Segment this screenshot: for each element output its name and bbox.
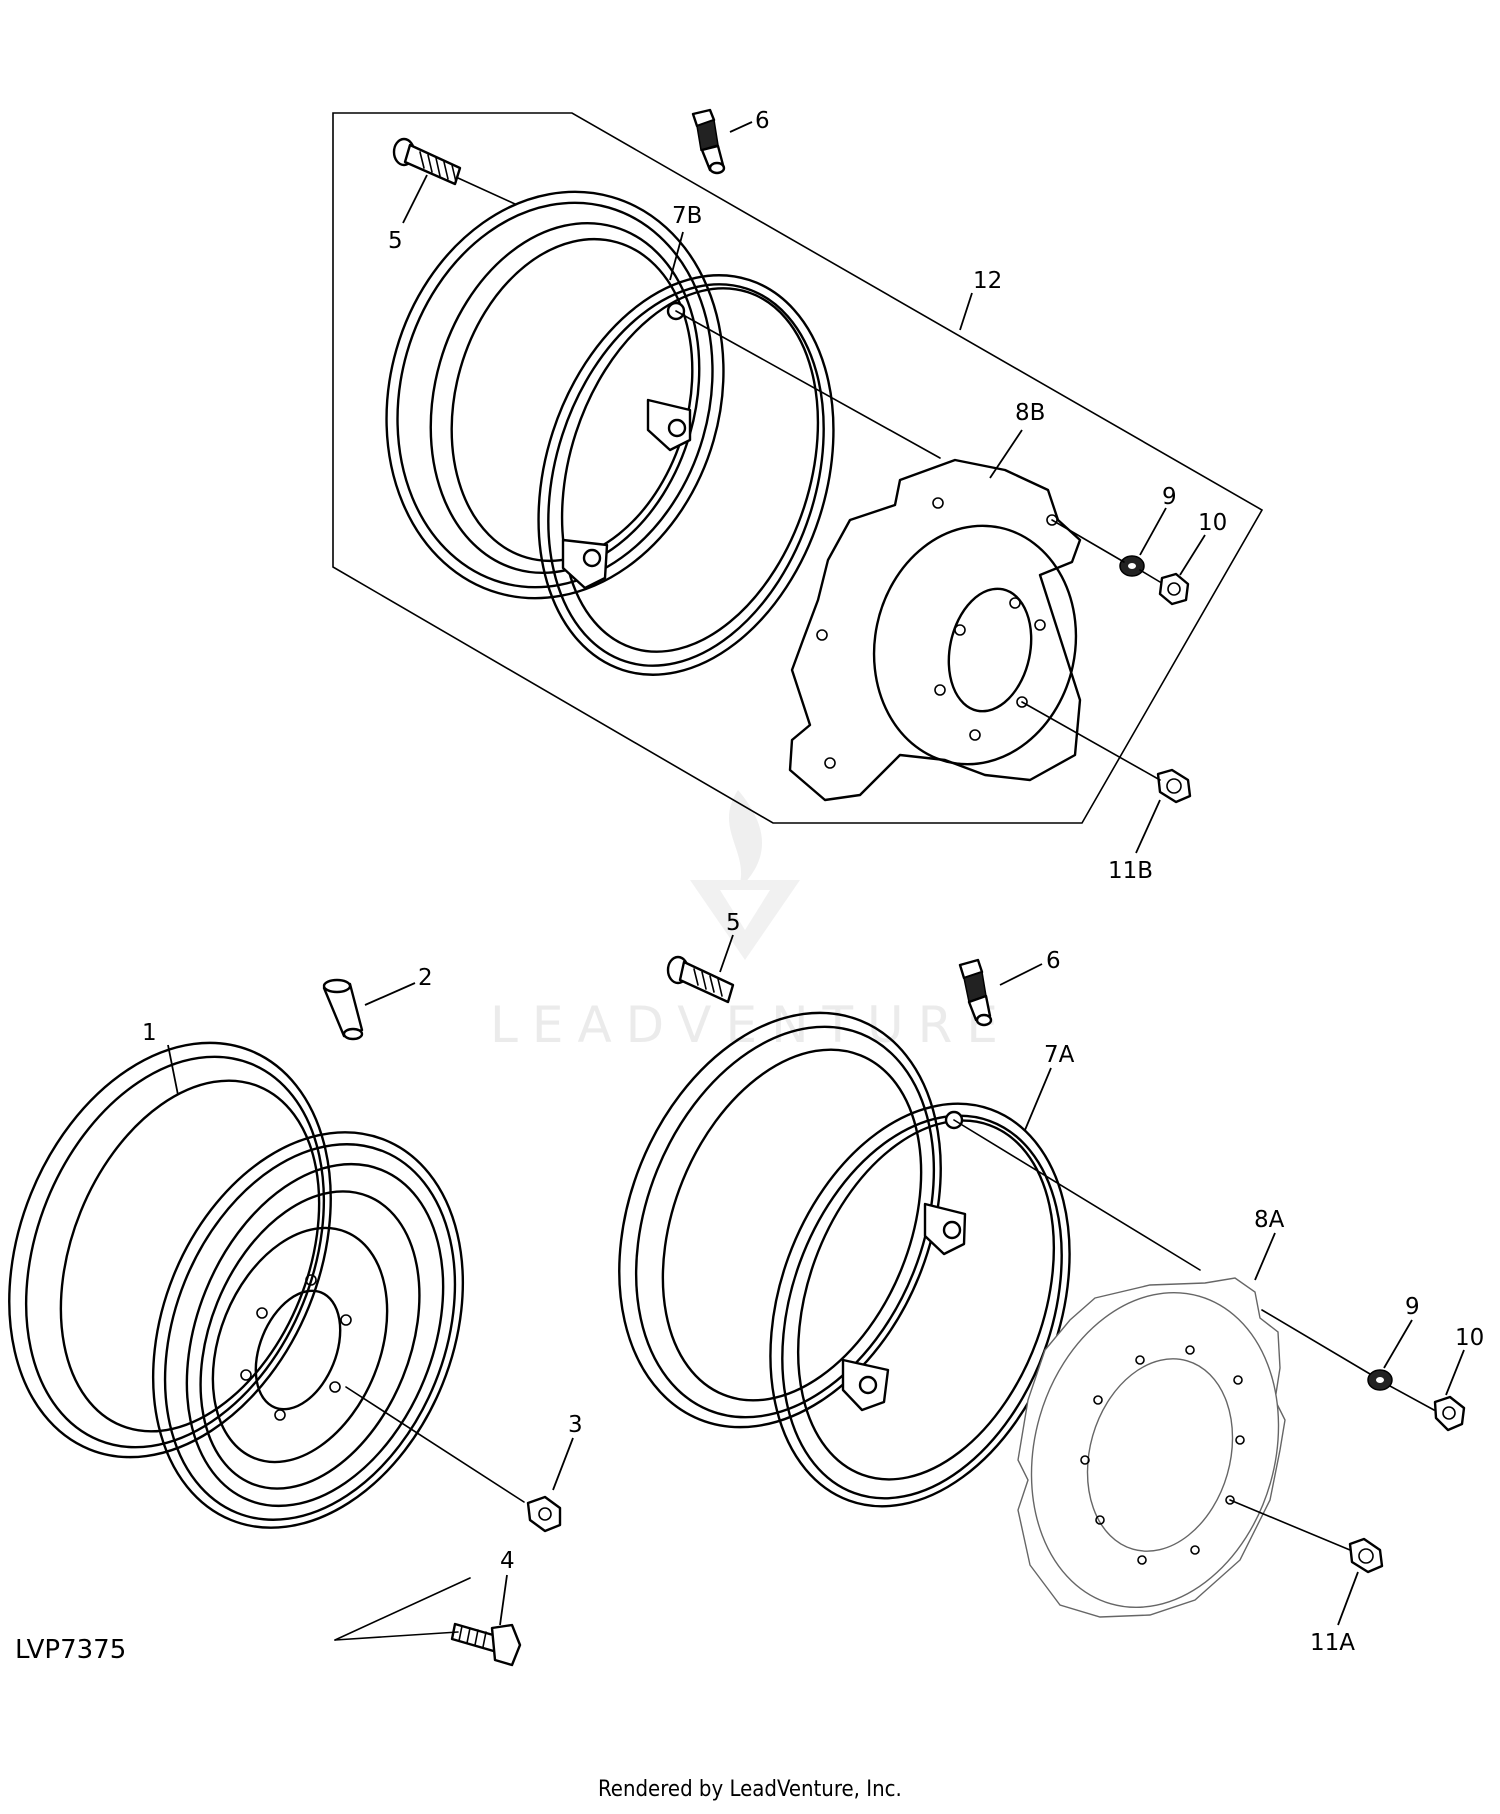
lock-washer-9-bottom <box>1367 1369 1393 1391</box>
callout-7b: 7B <box>672 203 702 229</box>
callout-5-top: 5 <box>388 228 403 254</box>
bolt-5-bottom <box>666 955 735 1004</box>
callout-8b: 8B <box>1015 400 1045 426</box>
callout-10-top: 10 <box>1198 510 1227 536</box>
watermark: LEADVENTURE <box>490 790 1012 1054</box>
callout-4: 4 <box>500 1548 515 1574</box>
nut-3 <box>526 1495 562 1533</box>
footer-credit: Rendered by LeadVenture, Inc. <box>598 1777 902 1802</box>
rim-7b <box>385 190 835 676</box>
callout-labels: 5 6 7B 12 8B 9 10 11B 1 2 3 4 5 6 7A 8A … <box>142 108 1484 1656</box>
watermark-text: LEADVENTURE <box>490 996 1012 1054</box>
callout-6-bottom: 6 <box>1046 948 1061 974</box>
leader-lines <box>167 121 1465 1626</box>
center-plate-8b <box>788 458 1082 802</box>
callout-10-bottom: 10 <box>1455 1325 1484 1351</box>
callout-9-bottom: 9 <box>1405 1294 1420 1320</box>
flange-nut-11a <box>1348 1537 1384 1574</box>
callout-9-top: 9 <box>1162 484 1177 510</box>
wheel-1 <box>8 1041 465 1529</box>
top-assembly <box>332 108 1264 824</box>
lock-washer-9-top <box>1119 555 1145 577</box>
callout-3: 3 <box>568 1412 583 1438</box>
flange-nut-11b <box>1156 768 1192 804</box>
diagram-id: LVP7375 <box>15 1635 126 1665</box>
callout-11b: 11B <box>1108 858 1153 884</box>
center-plate-8a <box>1017 1277 1286 1618</box>
kit-12-boundary <box>332 112 1264 824</box>
callout-5-bottom: 5 <box>726 910 741 936</box>
callout-7a: 7A <box>1044 1042 1075 1068</box>
callout-1: 1 <box>142 1020 157 1046</box>
bolt-5-top <box>392 137 516 205</box>
callout-11a: 11A <box>1310 1630 1355 1656</box>
valve-stem-6-top <box>691 108 726 175</box>
nut-10-bottom <box>1433 1395 1466 1432</box>
callout-2: 2 <box>418 965 433 991</box>
flame-icon <box>728 790 762 890</box>
valve-stem-6-bottom <box>958 958 993 1027</box>
callout-6-top: 6 <box>755 108 770 134</box>
nut-10-top <box>1158 572 1190 606</box>
bolt-4 <box>450 1622 522 1667</box>
logo-mark-icon <box>690 880 800 960</box>
callout-12: 12 <box>973 268 1002 294</box>
valve-stem-2 <box>322 978 364 1041</box>
callout-8a: 8A <box>1254 1207 1285 1233</box>
